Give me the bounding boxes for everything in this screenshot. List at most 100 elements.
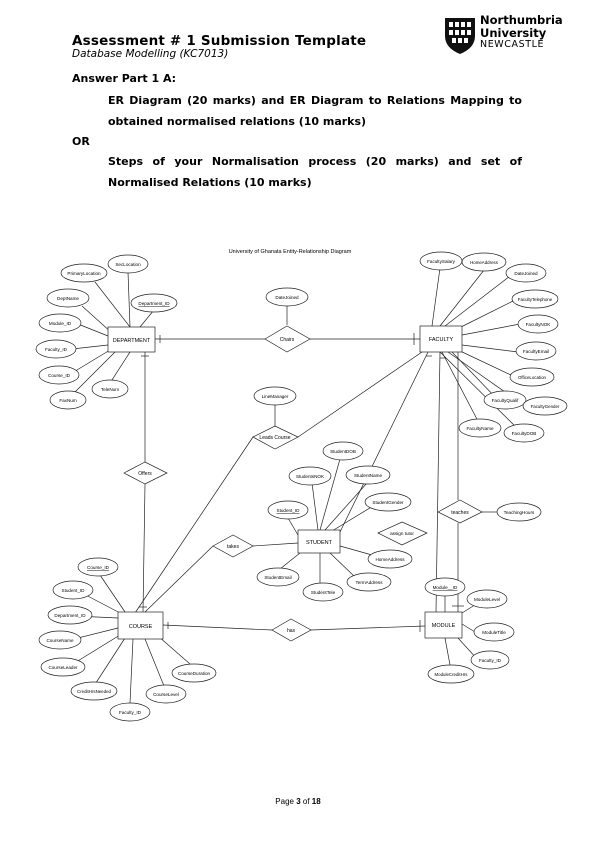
- attr-student-id: Student_ID: [267, 500, 309, 520]
- attr-label: Student_ID: [62, 588, 86, 593]
- attr-label: FacultyEmail: [523, 349, 549, 354]
- attr-label: PrimaryLocation: [67, 271, 101, 276]
- attr-faculty-qualif: FacultyQualif: [483, 390, 527, 410]
- attr-label: FacultyDOB: [512, 431, 537, 436]
- attr-course-name: CourseName: [38, 630, 82, 650]
- attr-course-id: Course_ID: [38, 365, 80, 385]
- attr-faculty-telephone: FacultyTelephone: [511, 289, 559, 309]
- attr-department-id: Department_ID: [130, 293, 178, 313]
- entity-label: FACULTY: [429, 337, 454, 343]
- relationship-label: has: [287, 628, 296, 634]
- attr-line-manager: LineManager: [253, 386, 297, 406]
- entity-course: COURSE: [117, 611, 164, 640]
- option-a-text: ER Diagram (20 marks) and ER Diagram to …: [108, 94, 522, 128]
- attr-faculty-nok: FacultyNOK: [517, 314, 559, 334]
- attr-label: CreditHrsNeeded: [77, 689, 111, 694]
- attr-course-level: CourseLevel: [145, 684, 187, 704]
- entity-faculty: FACULTY: [419, 325, 463, 353]
- attr-label: ModuleLevel: [474, 597, 500, 602]
- diagram-title: University of Ghanata Entity-Relationshi…: [229, 249, 352, 255]
- attr-primary-location: PrimaryLocation: [60, 263, 108, 283]
- attr-label: DateJoined: [514, 271, 538, 276]
- attr-label: FacultyName: [466, 426, 494, 431]
- attr-credit-hrs-needed: CreditHrsNeeded: [70, 681, 118, 701]
- relationship-teaches: teaches: [437, 499, 483, 524]
- cardinality-marks: [139, 355, 464, 629]
- attr-faculty-dob: FacultyDOB: [503, 423, 545, 443]
- attr-course-course-id: Course_ID: [77, 557, 119, 577]
- entity-label: DEPARTMENT: [113, 338, 151, 344]
- relationship-assign-tutor: assign tutor: [377, 521, 428, 546]
- attr-tele-num: TeleNum: [91, 379, 129, 399]
- attr-students-nok: StudentsNOK: [288, 466, 332, 486]
- attr-label: FacultyTelephone: [518, 297, 553, 302]
- university-crest-icon: [445, 18, 475, 54]
- attr-faculty-salary: FacultySalary: [419, 251, 463, 271]
- attr-label: StudentEmail: [264, 575, 291, 580]
- attr-module-title: ModuleTitle: [473, 622, 515, 642]
- answer-heading: Answer Part 1 A:: [72, 72, 177, 85]
- footer-of-word: of: [302, 797, 310, 806]
- document-title: Assessment # 1 Submission Template: [72, 33, 367, 49]
- footer-total-pages: 18: [311, 797, 321, 806]
- attr-label: Department_ID: [54, 613, 86, 618]
- attr-label: FacultyQualif: [492, 398, 520, 403]
- attr-label: Faculty_ID: [479, 658, 502, 663]
- attr-label: CourseName: [46, 638, 74, 643]
- attr-module-module-id: Module__ID: [424, 577, 466, 597]
- attr-student-gender: StudentGender: [364, 492, 412, 512]
- attr-student-dob: StudentDOB: [322, 441, 364, 461]
- attributes: SecLocation PrimaryLocation DeptName Dep…: [35, 251, 568, 722]
- attr-course-student-id: Student_ID: [52, 580, 94, 600]
- attr-student-name: StudentName: [345, 465, 391, 485]
- relationship-offers: Offers: [123, 461, 168, 485]
- attr-label: ModuleTitle: [482, 630, 506, 635]
- attr-label: Module_ID: [49, 321, 72, 326]
- attr-home-address: HomeAddress: [461, 252, 507, 272]
- attr-label: StudentTele: [311, 590, 336, 595]
- option-b-text: Steps of your Normalisation process (20 …: [108, 155, 522, 189]
- entity-label: MODULE: [432, 623, 456, 629]
- entity-student: STUDENT: [297, 529, 341, 554]
- attr-label: DateJoined: [275, 295, 299, 300]
- attr-label: TeachingHours: [504, 510, 535, 515]
- footer-page-word: Page: [275, 797, 294, 806]
- attr-office-location: OfficeLocation: [509, 367, 555, 387]
- attr-module-credit-hrs: ModuleCreditHrs: [427, 664, 475, 684]
- attr-label: HomeAddress: [375, 557, 405, 562]
- attr-term-address: TermAddress: [346, 572, 392, 592]
- attr-label: SecLocation: [115, 262, 141, 267]
- entity-label: STUDENT: [306, 540, 333, 546]
- relationship-label: Chairs: [280, 337, 295, 343]
- attr-label: FaxNum: [59, 398, 77, 403]
- attr-faculty-name: FacultyName: [458, 418, 502, 438]
- attr-label: FacultyNOK: [526, 322, 552, 327]
- attr-label: CourseLevel: [153, 692, 179, 697]
- relationship-label: teaches: [451, 510, 469, 516]
- attr-faculty-gender: FacultyGender: [522, 396, 568, 416]
- attr-label: FacultySalary: [427, 259, 456, 264]
- attr-date-joined: DateJoined: [265, 287, 309, 307]
- document-subtitle: Database Modelling (KC7013): [72, 48, 229, 60]
- attr-label: Module__ID: [433, 585, 458, 590]
- entity-module: MODULE: [424, 611, 463, 639]
- footer-page-number: 3: [296, 797, 301, 806]
- attr-dept-name: DeptName: [46, 288, 90, 308]
- relationship-takes: takes: [212, 534, 254, 558]
- entity-label: COURSE: [129, 624, 153, 630]
- attr-student-email: StudentEmail: [256, 567, 300, 587]
- attr-label: HomeAddress: [470, 260, 499, 265]
- relationship-leads-course: Leads Course: [252, 425, 299, 450]
- or-label: OR: [72, 135, 90, 148]
- attr-course-faculty-id: Faculty_ID: [109, 702, 151, 722]
- entity-department: DEPARTMENT: [107, 326, 156, 353]
- attr-label: CourseDuration: [178, 671, 211, 676]
- relationship-label: Leads Course: [259, 435, 290, 441]
- attr-student-home-address: HomeAddress: [367, 549, 413, 569]
- logo-line-3: NEWCASTLE: [480, 39, 545, 50]
- attr-label: Student_ID: [277, 508, 301, 513]
- relationship-label: takes: [227, 544, 239, 550]
- attr-faculty-email: FacultyEmail: [515, 341, 557, 361]
- attr-label: LineManager: [262, 394, 289, 399]
